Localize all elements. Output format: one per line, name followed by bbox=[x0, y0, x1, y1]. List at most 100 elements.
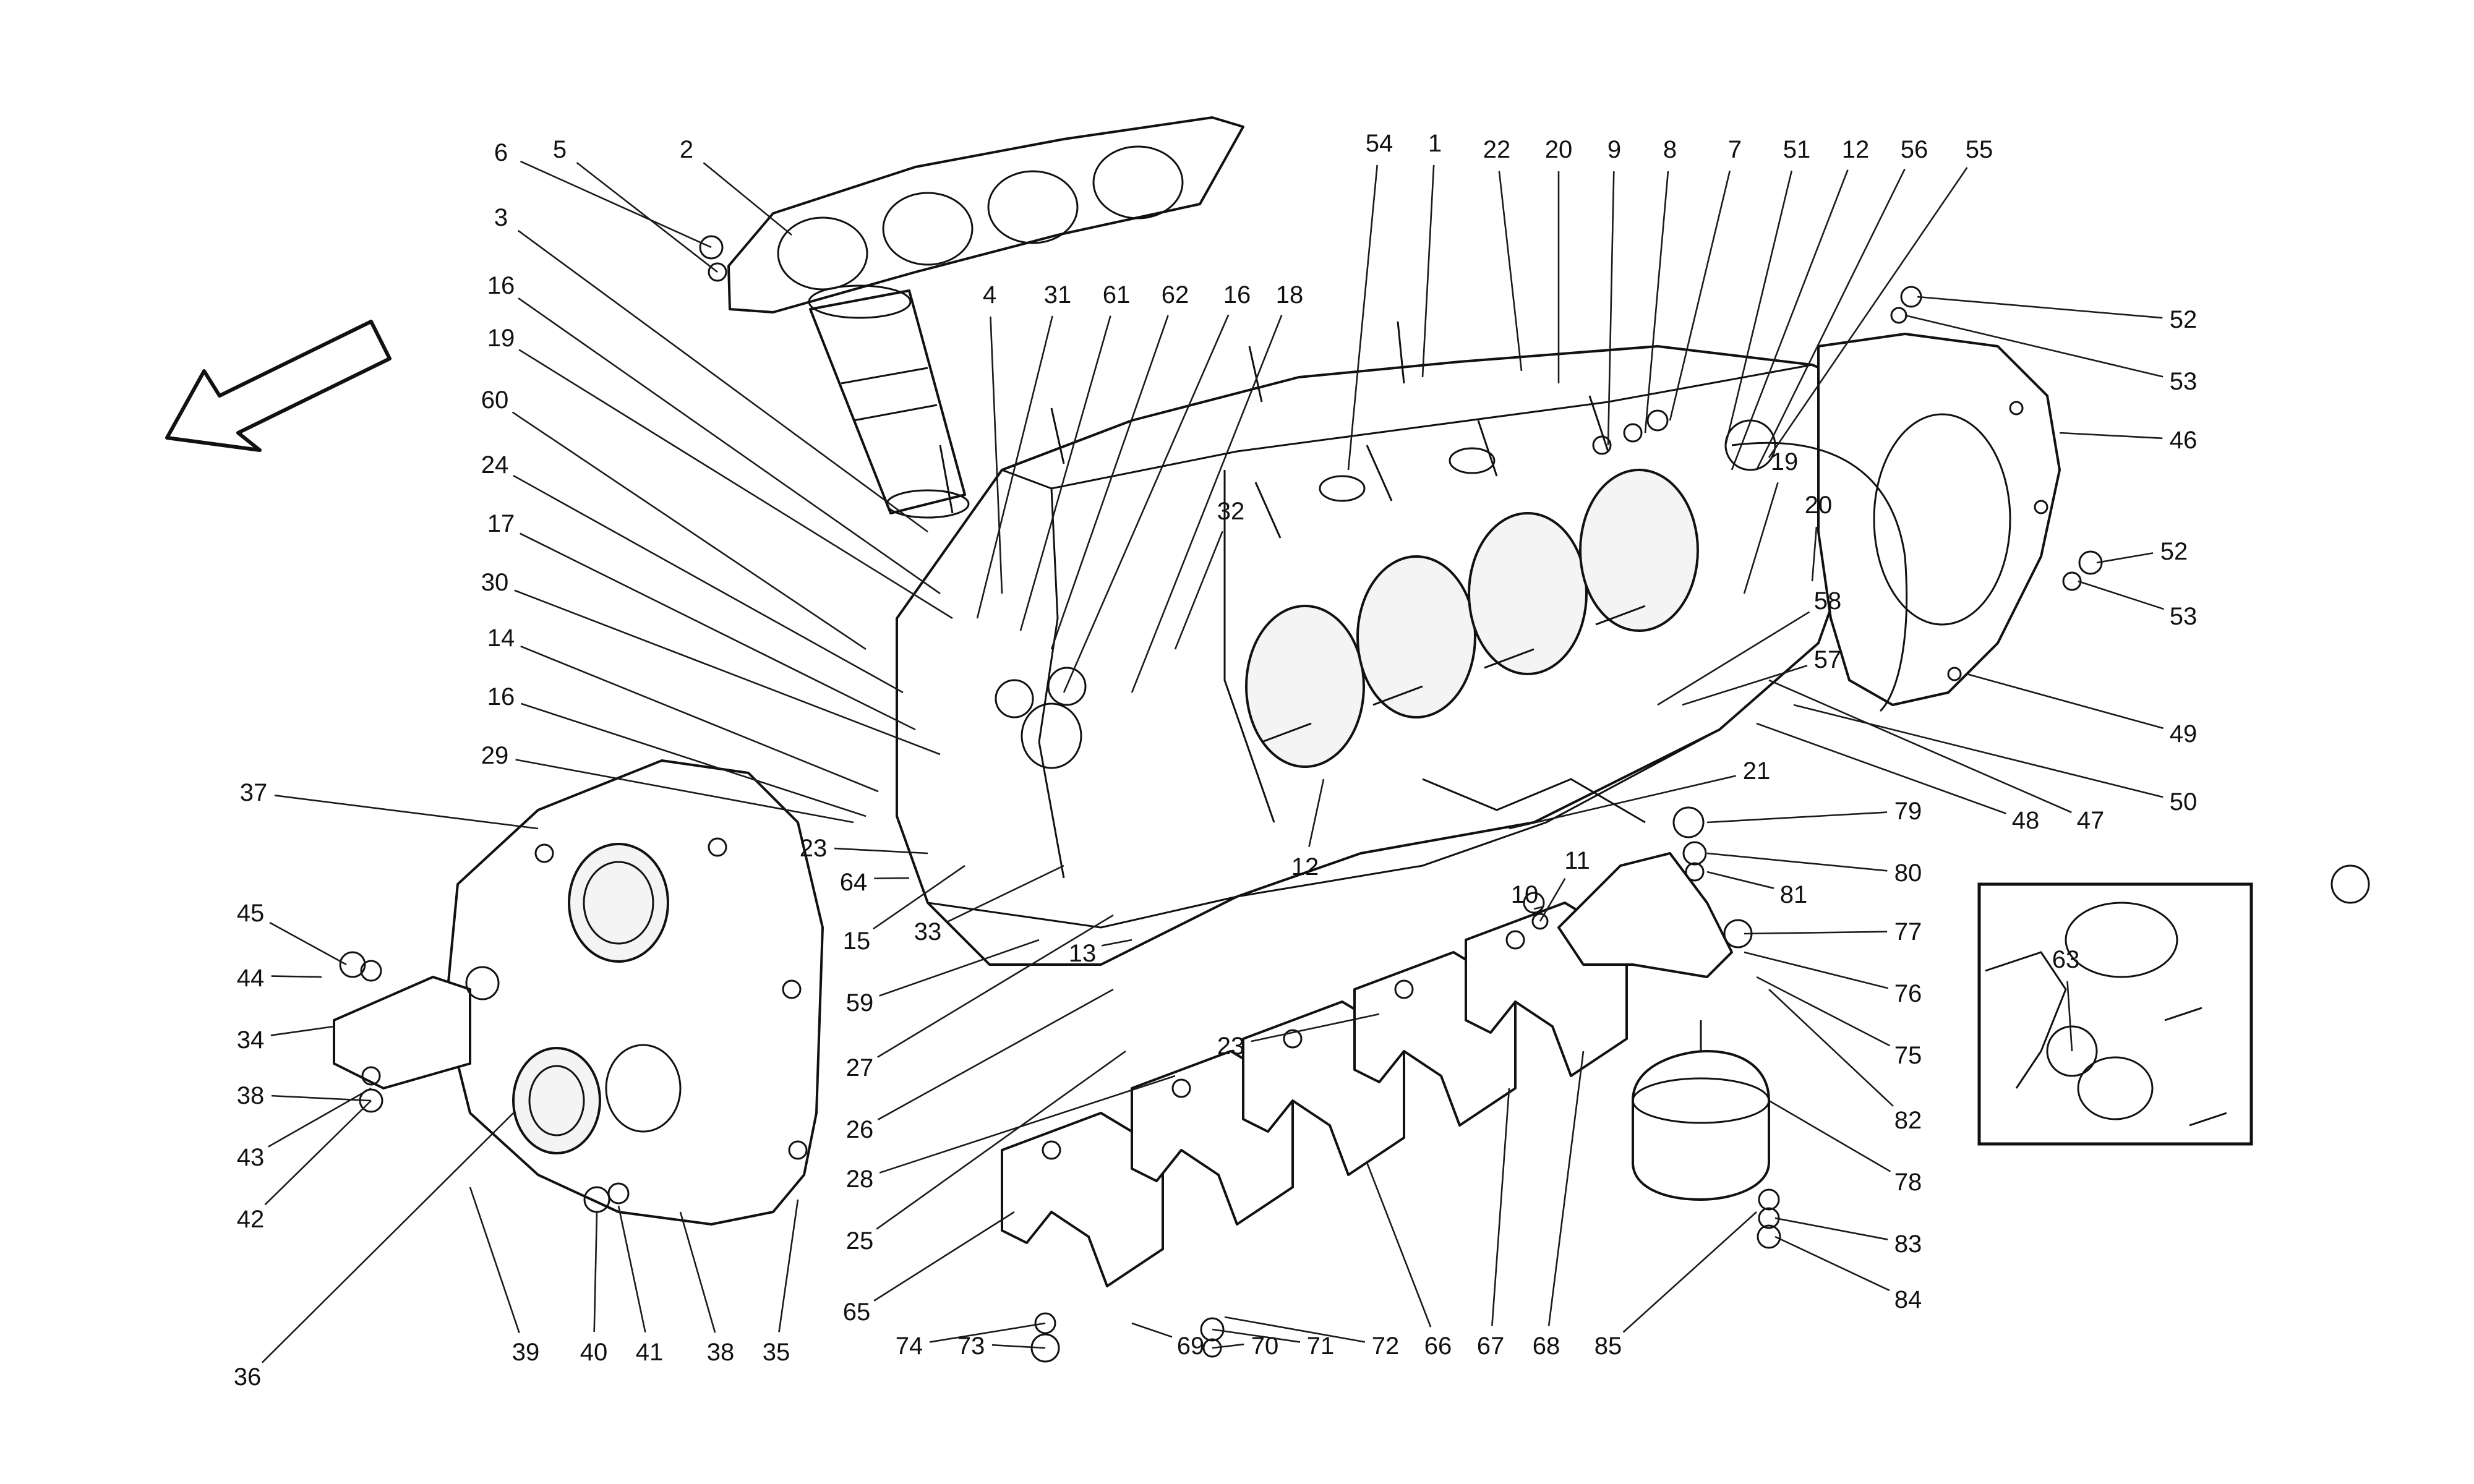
leader-line-24 bbox=[513, 474, 904, 694]
leader-line-36 bbox=[261, 1112, 514, 1363]
leader-line-22 bbox=[1498, 171, 1523, 372]
leader-line-33 bbox=[946, 864, 1064, 923]
callout-61: 61 bbox=[1103, 281, 1131, 309]
callout-11: 11 bbox=[1564, 847, 1590, 874]
leader-line-11 bbox=[1539, 878, 1566, 922]
callout-85: 85 bbox=[1594, 1333, 1622, 1360]
callout-72: 72 bbox=[1372, 1333, 1400, 1360]
callout-14: 14 bbox=[487, 625, 515, 652]
callout-60: 60 bbox=[481, 386, 509, 414]
callout-12: 12 bbox=[1291, 853, 1319, 881]
leader-line-82 bbox=[1768, 989, 1894, 1107]
leader-line-38 bbox=[679, 1211, 716, 1333]
callout-62: 62 bbox=[1162, 281, 1189, 309]
leader-line-50 bbox=[1793, 704, 2164, 798]
callout-31: 31 bbox=[1044, 281, 1072, 309]
leader-line-23 bbox=[1251, 1013, 1380, 1043]
leader-line-14 bbox=[520, 646, 879, 793]
leader-line-57 bbox=[1682, 665, 1808, 706]
callout-28: 28 bbox=[846, 1166, 874, 1193]
callout-50: 50 bbox=[2170, 788, 2198, 816]
leader-line-54 bbox=[1347, 164, 1379, 471]
callout-29: 29 bbox=[481, 742, 509, 769]
callout-26: 26 bbox=[846, 1116, 874, 1143]
leader-line-52 bbox=[1917, 296, 2163, 319]
callout-4: 4 bbox=[983, 281, 996, 309]
leader-line-55 bbox=[1768, 167, 1968, 458]
leader-line-79 bbox=[1706, 811, 1888, 824]
callout-45: 45 bbox=[237, 900, 265, 927]
leader-line-42 bbox=[264, 1100, 372, 1206]
leader-line-46 bbox=[2059, 432, 2163, 440]
leader-line-69 bbox=[1131, 1322, 1173, 1338]
cylinder-liner bbox=[808, 284, 970, 519]
callout-33: 33 bbox=[914, 918, 942, 945]
callout-15: 15 bbox=[843, 927, 871, 955]
callout-54: 54 bbox=[1366, 130, 1393, 157]
leader-line-8 bbox=[1644, 171, 1669, 433]
callout-39: 39 bbox=[512, 1339, 540, 1366]
leader-line-15 bbox=[873, 864, 965, 930]
leader-line-10 bbox=[1533, 906, 1543, 910]
callout-27: 27 bbox=[846, 1054, 874, 1081]
leader-line-85 bbox=[1622, 1211, 1757, 1333]
callout-63: 63 bbox=[2052, 946, 2080, 973]
leader-line-71 bbox=[1212, 1328, 1301, 1343]
leader-line-31 bbox=[976, 315, 1053, 619]
callout-68: 68 bbox=[1533, 1333, 1560, 1360]
leader-line-67 bbox=[1491, 1088, 1510, 1326]
leader-line-6 bbox=[520, 160, 712, 249]
leader-line-4 bbox=[990, 316, 1003, 594]
leader-line-17 bbox=[520, 532, 916, 731]
callout-23: 23 bbox=[800, 835, 828, 862]
leader-line-73 bbox=[991, 1344, 1046, 1349]
leader-line-38 bbox=[271, 1094, 372, 1102]
leader-line-44 bbox=[271, 975, 322, 978]
callout-53: 53 bbox=[2170, 603, 2198, 630]
leader-line-59 bbox=[879, 939, 1040, 997]
leader-line-53 bbox=[2078, 580, 2164, 610]
callout-41: 41 bbox=[636, 1339, 664, 1366]
leader-line-23 bbox=[834, 847, 928, 855]
leader-line-60 bbox=[511, 411, 867, 650]
callout-20: 20 bbox=[1805, 492, 1833, 519]
leader-line-28 bbox=[879, 1075, 1176, 1174]
leader-line-53 bbox=[1904, 314, 2164, 378]
leader-line-2 bbox=[703, 162, 792, 236]
leader-line-7 bbox=[1669, 170, 1731, 421]
direction-arrow-icon bbox=[165, 320, 392, 452]
callout-16: 16 bbox=[487, 683, 515, 710]
leader-line-3 bbox=[517, 229, 928, 533]
leader-line-72 bbox=[1224, 1316, 1366, 1343]
callout-65: 65 bbox=[843, 1298, 871, 1326]
callout-38: 38 bbox=[707, 1339, 735, 1366]
leader-line-12 bbox=[1308, 778, 1325, 847]
callout-32: 32 bbox=[1217, 498, 1245, 525]
callout-56: 56 bbox=[1901, 136, 1928, 163]
leader-line-80 bbox=[1706, 852, 1888, 872]
callout-77: 77 bbox=[1894, 918, 1922, 945]
leader-line-9 bbox=[1607, 171, 1615, 446]
callout-30: 30 bbox=[481, 569, 509, 596]
leader-lines bbox=[261, 160, 2164, 1363]
callout-67: 67 bbox=[1477, 1333, 1505, 1360]
leader-line-83 bbox=[1774, 1217, 1888, 1240]
callout-23: 23 bbox=[1217, 1033, 1245, 1060]
callout-76: 76 bbox=[1894, 980, 1922, 1007]
callout-64: 64 bbox=[840, 869, 868, 896]
callout-44: 44 bbox=[237, 965, 265, 992]
callout-2: 2 bbox=[680, 136, 693, 163]
callout-42: 42 bbox=[237, 1206, 265, 1233]
leader-line-40 bbox=[593, 1211, 598, 1333]
leader-line-16 bbox=[521, 702, 867, 817]
leader-line-70 bbox=[1212, 1343, 1244, 1349]
leader-line-66 bbox=[1366, 1162, 1432, 1328]
detail-inset bbox=[1977, 882, 2253, 1146]
leader-line-30 bbox=[514, 589, 941, 756]
leader-line-61 bbox=[1019, 315, 1111, 631]
callout-16: 16 bbox=[487, 272, 515, 299]
engine-mount bbox=[1557, 852, 1770, 1201]
callout-34: 34 bbox=[237, 1026, 265, 1054]
callout-46: 46 bbox=[2170, 427, 2198, 454]
callout-66: 66 bbox=[1424, 1333, 1452, 1360]
